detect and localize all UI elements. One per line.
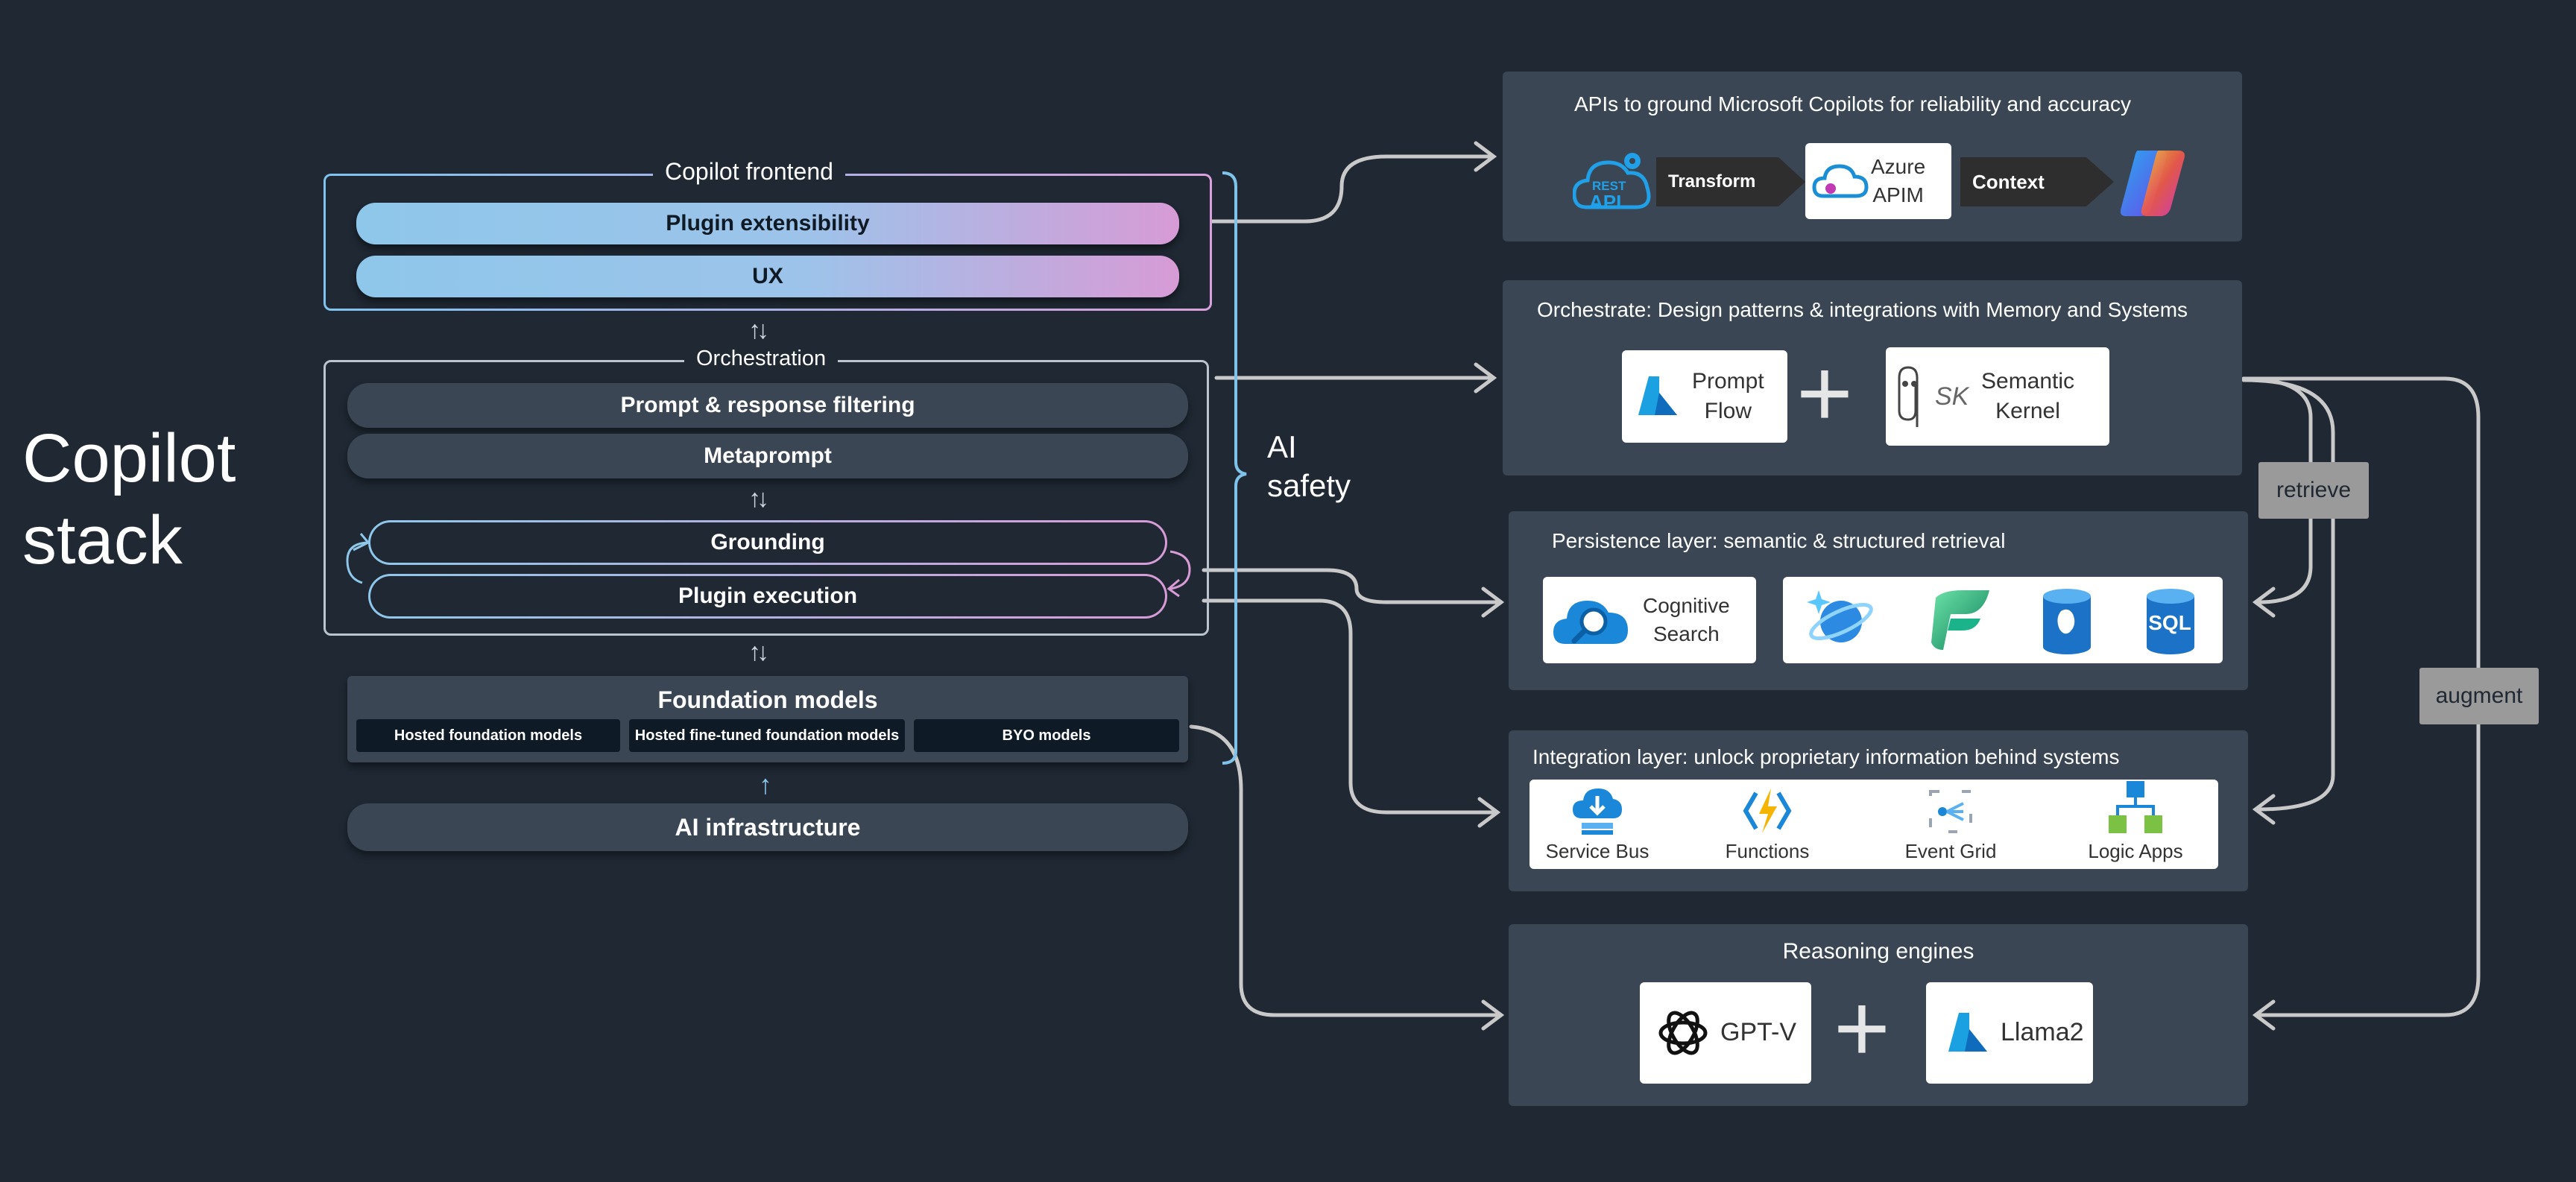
frontend-label: Copilot frontend [653, 157, 845, 186]
orchestration-label: Orchestration [684, 344, 839, 373]
apis-panel: APIs to ground Microsoft Copilots for re… [1503, 72, 2242, 241]
foundation-models-box: Foundation models Hosted foundation mode… [347, 676, 1188, 762]
cognitive-search-card: Cognitive Search [1543, 577, 1756, 663]
grounding-loop-right [1169, 550, 1191, 590]
functions-icon [1743, 788, 1792, 833]
ai-safety-brace [1222, 171, 1247, 765]
integration-panel: Integration layer: unlock proprietary in… [1509, 730, 2248, 891]
connector-plugin-exec [1202, 598, 1497, 815]
integration-panel-title: Integration layer: unlock proprietary in… [1532, 745, 2120, 768]
transform-arrow: Transform [1656, 157, 1805, 206]
bidirectional-arrows-icon: ↑↓ [748, 638, 769, 666]
event-grid-item: Event Grid [1895, 786, 2007, 863]
rest-api-icon: REST API [1572, 149, 1655, 213]
arrowhead-reasoning [1481, 999, 1505, 1031]
fabric-icon [1931, 590, 1990, 650]
reasoning-panel: Reasoning engines GPT-V + Llama2 [1509, 924, 2248, 1106]
arrowhead-retrieve-2 [2252, 794, 2276, 825]
plus-icon: + [1834, 973, 1890, 1082]
augment-tag: augment [2419, 668, 2539, 724]
bidirectional-arrows-icon: ↑↓ [748, 316, 769, 344]
prompt-filtering-layer: Prompt & response filtering [347, 383, 1188, 428]
context-arrow: Context [1960, 157, 2114, 206]
azure-apim-card: Azure APIM [1805, 143, 1951, 219]
integration-services-card: Service Bus Functions Event Grid [1530, 780, 2218, 869]
plus-icon: + [1796, 338, 1853, 447]
persistence-panel-title: Persistence layer: semantic & structured… [1552, 529, 2006, 552]
logic-apps-icon [2109, 781, 2162, 833]
reasoning-panel-title: Reasoning engines [1782, 939, 1974, 964]
ux-layer: UX [356, 256, 1179, 297]
grounding-layer: Grounding [368, 520, 1167, 565]
arrowhead-augment [2252, 999, 2276, 1031]
gpt-v-card: GPT-V [1640, 982, 1811, 1084]
azure-apim-icon [1812, 164, 1869, 198]
byo-models-chip: BYO models [914, 719, 1179, 752]
connector-foundation [1189, 724, 1500, 1017]
loop-retrieve-2 [2241, 378, 2335, 812]
hosted-foundation-chip: Hosted foundation models [356, 719, 620, 752]
arrowhead-apis [1474, 141, 1497, 172]
openai-icon [1658, 1011, 1708, 1055]
semantic-kernel-icon: SK [1895, 363, 1977, 430]
apis-panel-title: APIs to ground Microsoft Copilots for re… [1574, 92, 2131, 116]
persistence-panel: Persistence layer: semantic & structured… [1509, 511, 2248, 690]
ai-infrastructure-layer: AI infrastructure [347, 803, 1188, 851]
cosmos-db-icon [1806, 590, 1873, 642]
up-arrow-icon: ↑ [759, 769, 772, 800]
arrowhead-persistence [1481, 587, 1505, 618]
prompt-flow-icon [1638, 376, 1677, 415]
bidirectional-arrows-icon: ↑↓ [748, 484, 769, 513]
postgresql-icon [2042, 589, 2091, 654]
llama2-card: Llama2 [1926, 982, 2093, 1084]
event-grid-icon [1929, 790, 1972, 833]
orchestrate-panel-title: Orchestrate: Design patterns & integrati… [1537, 298, 2188, 321]
service-bus-icon [1573, 788, 1622, 835]
hosted-finetuned-chip: Hosted fine-tuned foundation models [629, 719, 905, 752]
plugin-extensibility-layer: Plugin extensibility [356, 203, 1179, 244]
llama-model-icon [1948, 1013, 1987, 1052]
functions-item: Functions [1711, 786, 1823, 863]
arrowhead-orchestrate [1474, 362, 1497, 394]
orchestrate-panel: Orchestrate: Design patterns & integrati… [1503, 280, 2242, 475]
foundation-models-title: Foundation models [657, 686, 878, 713]
grounding-loop-left [346, 541, 370, 584]
connector-grounding [1202, 568, 1500, 604]
prompt-flow-card: Prompt Flow [1622, 350, 1787, 443]
semantic-kernel-card: SK Semantic Kernel [1886, 347, 2109, 446]
arrowhead-integration [1477, 797, 1501, 828]
cognitive-search-icon [1553, 601, 1628, 644]
data-stores-card: SQL [1783, 577, 2223, 663]
arrowhead-retrieve-1 [2252, 587, 2276, 618]
retrieve-tag: retrieve [2258, 462, 2369, 519]
service-bus-item: Service Bus [1541, 786, 1653, 863]
copilot-logo-icon [2115, 146, 2193, 221]
logic-apps-item: Logic Apps [2080, 780, 2191, 863]
ai-safety-label: AI safety [1267, 429, 1351, 503]
sql-database-icon: SQL [2141, 584, 2200, 656]
diagram-title: Copilot stack [22, 420, 236, 578]
connector-plugin-to-apis [1183, 154, 1493, 224]
plugin-execution-layer: Plugin execution [368, 574, 1167, 619]
metaprompt-layer: Metaprompt [347, 434, 1188, 478]
